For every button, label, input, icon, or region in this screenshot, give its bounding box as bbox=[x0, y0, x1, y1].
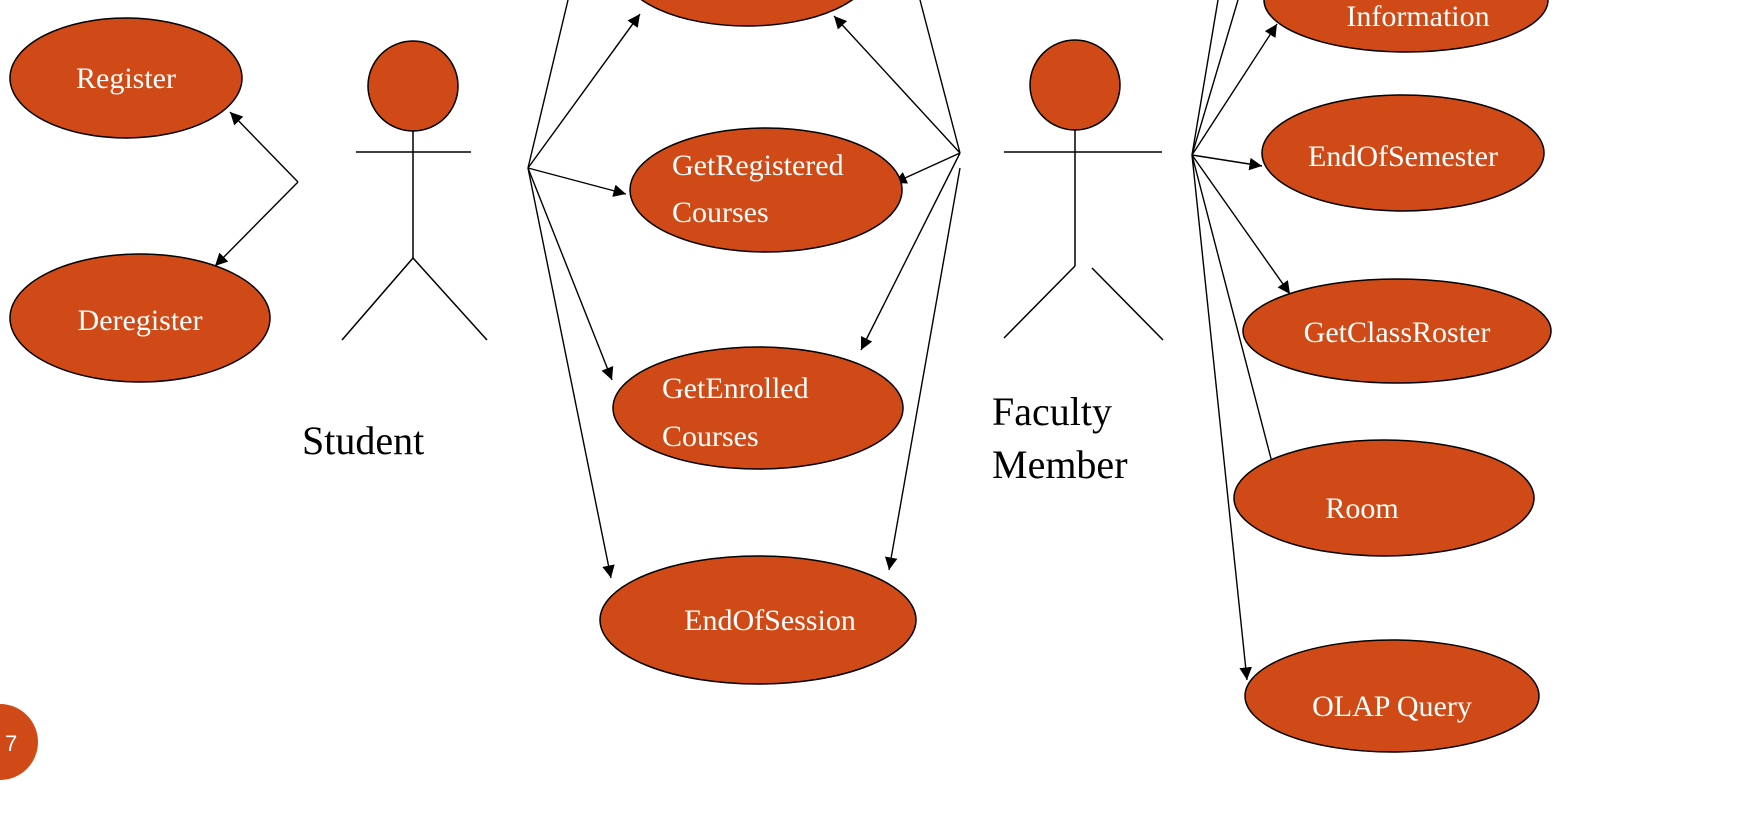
association-student-top-usecase bbox=[527, 13, 641, 169]
association-faculty-top-b bbox=[1191, 0, 1239, 156]
actor-faculty-label-line2: Member bbox=[992, 442, 1128, 487]
use-case-olap-query-label: OLAP Query bbox=[1312, 690, 1472, 723]
use-case-room[interactable]: Room bbox=[1233, 439, 1535, 557]
association-register bbox=[229, 111, 299, 183]
actor-faculty-member[interactable] bbox=[1003, 39, 1164, 341]
association-student-get-enrolled bbox=[527, 167, 614, 381]
use-case-get-enrolled-line2: Courses bbox=[662, 420, 759, 453]
page-number-badge: 7 bbox=[0, 704, 38, 780]
use-case-end-of-session-label: EndOfSession bbox=[684, 604, 856, 637]
use-case-room-label: Room bbox=[1325, 492, 1398, 525]
association-faculty-get-class-roster bbox=[1191, 154, 1291, 295]
use-case-get-registered-line1: GetRegistered bbox=[672, 149, 844, 182]
use-case-get-enrolled-line1: GetEnrolled bbox=[662, 372, 809, 405]
actor-student-head bbox=[367, 40, 459, 132]
actor-student-label: Student bbox=[302, 418, 424, 463]
actor-student[interactable] bbox=[341, 40, 488, 341]
association-student-get-registered bbox=[527, 167, 627, 197]
use-case-end-of-semester[interactable]: EndOfSemester bbox=[1261, 94, 1545, 212]
use-case-get-enrolled-courses[interactable]: GetEnrolled Courses bbox=[612, 346, 904, 470]
use-case-get-class-roster[interactable]: GetClassRoster bbox=[1242, 278, 1552, 384]
use-case-get-registered-courses[interactable]: GetRegistered Courses bbox=[629, 127, 903, 253]
use-case-deregister[interactable]: Deregister bbox=[9, 253, 271, 383]
page-number: 7 bbox=[5, 731, 17, 756]
association-faculty-room bbox=[1191, 154, 1278, 475]
association-mid-end-of-session bbox=[884, 167, 961, 571]
association-faculty-olap-query bbox=[1191, 154, 1252, 681]
association-mid-top-usecase bbox=[833, 15, 961, 154]
use-case-end-of-session[interactable]: EndOfSession bbox=[599, 555, 917, 685]
association-mid-get-registered bbox=[893, 152, 961, 184]
associations bbox=[214, 0, 1291, 681]
use-case-get-registered-line2: Courses bbox=[672, 196, 769, 229]
association-faculty-top-a bbox=[1191, 0, 1219, 156]
association-faculty-information bbox=[1191, 23, 1278, 156]
use-case-deregister-label: Deregister bbox=[78, 304, 203, 337]
use-case-information-label: Information bbox=[1346, 0, 1489, 33]
use-case-top-partial[interactable] bbox=[621, 0, 873, 27]
use-case-olap-query[interactable]: OLAP Query bbox=[1244, 639, 1540, 753]
association-student-top-left bbox=[527, 0, 569, 169]
actor-faculty-head bbox=[1029, 39, 1121, 131]
association-student-end-of-session bbox=[527, 167, 615, 579]
actor-faculty-label-line1: Faculty bbox=[992, 389, 1112, 434]
use-case-register-label: Register bbox=[76, 62, 176, 95]
use-case-get-class-roster-label: GetClassRoster bbox=[1304, 316, 1491, 349]
association-mid-top-right bbox=[919, 0, 961, 154]
association-faculty-end-of-semester bbox=[1191, 154, 1263, 171]
association-deregister bbox=[214, 181, 299, 267]
use-case-register[interactable]: Register bbox=[9, 17, 243, 139]
use-case-end-of-semester-label: EndOfSemester bbox=[1308, 140, 1498, 173]
association-mid-get-enrolled bbox=[860, 152, 961, 351]
use-case-information[interactable]: Information bbox=[1263, 0, 1549, 53]
